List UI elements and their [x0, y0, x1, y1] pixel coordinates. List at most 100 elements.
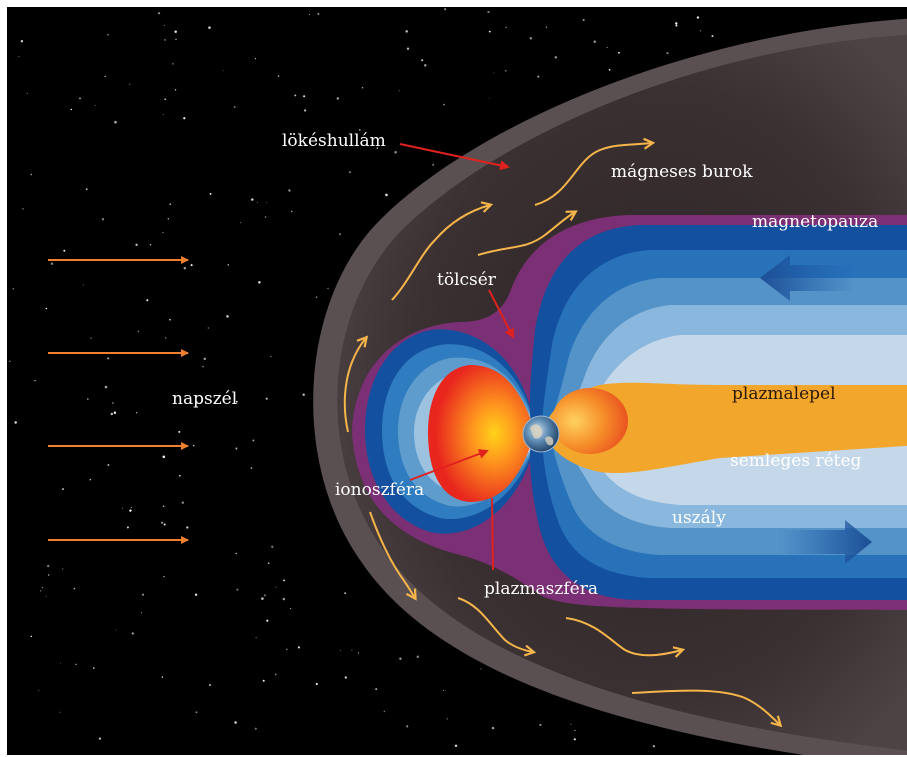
star: [493, 72, 495, 74]
star: [252, 439, 255, 442]
star: [255, 637, 257, 639]
star: [570, 723, 572, 725]
star: [582, 19, 585, 21]
star: [394, 151, 397, 154]
label-cusp: tölcsér: [437, 270, 496, 290]
star: [169, 203, 172, 206]
star: [487, 10, 490, 14]
star: [405, 30, 408, 33]
star: [608, 69, 611, 71]
star: [79, 97, 81, 100]
star: [666, 51, 669, 55]
star: [181, 501, 184, 504]
star: [40, 590, 42, 592]
star: [266, 201, 268, 203]
label-ionosphere: ionoszféra: [335, 480, 425, 500]
star: [235, 400, 238, 403]
star: [258, 281, 261, 284]
star: [178, 430, 181, 433]
star: [18, 56, 20, 58]
star: [606, 47, 608, 49]
star: [30, 173, 33, 176]
star: [38, 690, 40, 692]
star: [699, 30, 702, 32]
return-flow-arrow-icon: [760, 255, 855, 301]
star: [286, 648, 288, 650]
star: [114, 412, 116, 414]
star: [70, 108, 72, 111]
star: [327, 287, 329, 290]
star: [618, 51, 620, 54]
plasma-sheet: [544, 382, 907, 474]
star: [73, 587, 76, 590]
star: [308, 13, 310, 16]
star: [83, 284, 84, 286]
star: [376, 147, 379, 149]
star: [288, 189, 291, 192]
star: [443, 690, 445, 691]
star: [336, 97, 339, 100]
star: [34, 379, 36, 382]
star: [261, 597, 264, 600]
star: [227, 264, 230, 266]
star: [130, 506, 132, 508]
star: [711, 35, 714, 38]
star: [63, 249, 66, 252]
star: [115, 629, 117, 631]
label-pointers: [399, 143, 514, 571]
star: [505, 26, 507, 29]
star: [303, 95, 306, 98]
star: [385, 193, 388, 197]
star: [254, 727, 257, 730]
star: [195, 401, 199, 405]
label-magnetopause: magnetopauza: [752, 212, 879, 232]
star: [359, 129, 361, 131]
star: [146, 299, 149, 302]
star: [160, 521, 164, 525]
star: [131, 632, 134, 635]
star: [383, 710, 386, 713]
star: [107, 34, 109, 36]
star: [652, 745, 656, 748]
star: [167, 218, 169, 220]
star: [104, 75, 106, 78]
star: [554, 56, 558, 59]
flow-arrow-icon: [391, 205, 490, 301]
star: [98, 737, 102, 740]
star: [41, 586, 43, 588]
star: [339, 650, 341, 652]
star: [277, 75, 280, 77]
star: [164, 39, 166, 41]
star: [90, 337, 92, 339]
star: [164, 98, 166, 100]
star: [297, 646, 300, 649]
star: [375, 688, 378, 691]
star: [406, 725, 409, 728]
star: [271, 545, 274, 548]
star: [250, 467, 253, 469]
star: [545, 26, 548, 28]
star: [443, 103, 445, 106]
plasma-sheet-lobe: [552, 388, 628, 454]
star: [165, 337, 167, 339]
star: [194, 593, 198, 596]
earth-icon: [522, 415, 560, 453]
star: [48, 574, 50, 576]
star: [183, 266, 187, 270]
star: [226, 315, 229, 318]
star: [59, 711, 61, 713]
star: [30, 635, 33, 638]
star: [141, 612, 142, 614]
star: [20, 40, 24, 43]
star: [291, 210, 293, 213]
label-magnetosheath: mágneses burok: [611, 162, 753, 182]
star: [62, 568, 64, 570]
cusp-pointer: [488, 289, 514, 339]
star: [172, 63, 174, 65]
star: [304, 109, 307, 112]
star: [101, 218, 105, 221]
ionosphere-pointer: [409, 449, 489, 481]
star: [47, 564, 50, 568]
star: [240, 222, 242, 224]
